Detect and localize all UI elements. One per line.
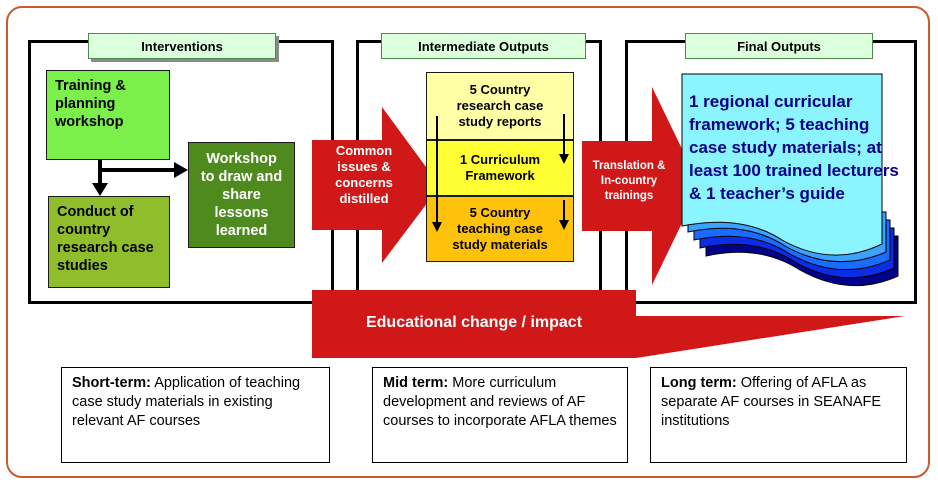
short-term-label: Short-term: [72,375,151,391]
workshop-text: Workshop to draw and share lessons learn… [200,151,283,239]
interventions-header: Interventions [88,33,276,59]
long-term-label: Long term: [661,375,737,391]
training-text: Training & planning workshop [55,78,126,130]
long-term-box: Long term: Offering of AFLA as separate … [650,367,907,463]
short-term-text: Application of teaching case study mater… [72,375,301,429]
translation-arrow [582,87,700,285]
reports-box: 5 Country research case study reports [426,72,574,140]
impact-label: Educational change / impact [365,314,583,331]
workshop-box: Workshop to draw and share lessons learn… [188,142,295,248]
long-term-text: Offering of AFLA as separate AF courses … [661,375,882,429]
mid-term-box: Mid term: More curriculum development an… [372,367,628,463]
mid-term-text: More curriculum development and reviews … [383,375,617,429]
final-output-text: 1 regional curricular framework; 5 teach… [689,92,899,203]
framework-text: 1 Curriculum Framework [459,152,541,183]
common-issues-arrow [312,107,440,263]
framework-box: 1 Curriculum Framework [426,140,574,196]
common-issues-label: Common issues & concerns distilled [335,143,393,206]
final-header: Final Outputs [685,33,873,59]
translation-label: Translation & In-country trainings [592,160,666,202]
training-box: Training & planning workshop [46,70,170,160]
impact-arrow [312,290,905,358]
intermediate-header: Intermediate Outputs [381,33,586,59]
materials-text: 5 Country teaching case study materials [452,205,548,252]
conduct-text: Conduct of country research case studies [57,204,154,274]
conduct-box: Conduct of country research case studies [48,196,170,288]
mid-term-label: Mid term: [383,375,449,391]
short-term-box: Short-term: Application of teaching case… [61,367,330,463]
reports-text: 5 Country research case study reports [456,82,544,129]
outer-frame [6,6,930,478]
materials-box: 5 Country teaching case study materials [426,196,574,262]
